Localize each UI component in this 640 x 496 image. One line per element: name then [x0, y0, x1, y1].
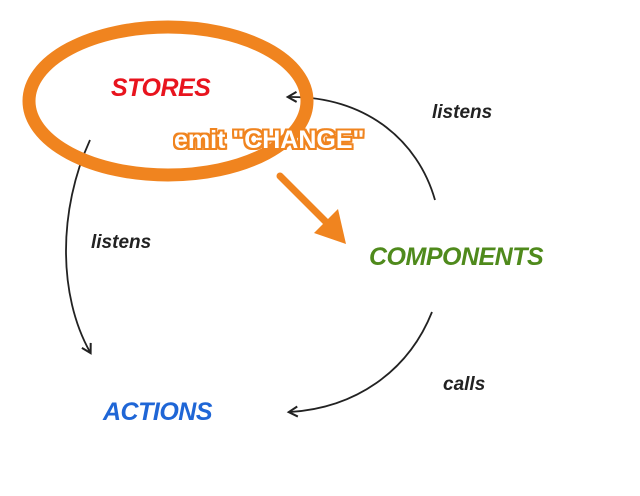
stores-node: STORES — [111, 74, 211, 102]
components-node: COMPONENTS — [369, 243, 544, 271]
actions-node: ACTIONS — [103, 398, 213, 426]
edge-components-to-actions — [286, 311, 433, 418]
edge-label-components-listens: listens — [432, 102, 493, 123]
edge-label-actions-listens: listens — [91, 232, 152, 253]
edge-label-calls: calls — [443, 374, 486, 395]
highlight-ring — [22, 20, 314, 182]
emit-change-label: emit "CHANGE" — [174, 126, 365, 154]
edge-stores-to-actions — [65, 139, 92, 355]
emit-change-arrow-icon — [276, 172, 346, 244]
edge-components-to-stores — [285, 90, 436, 201]
